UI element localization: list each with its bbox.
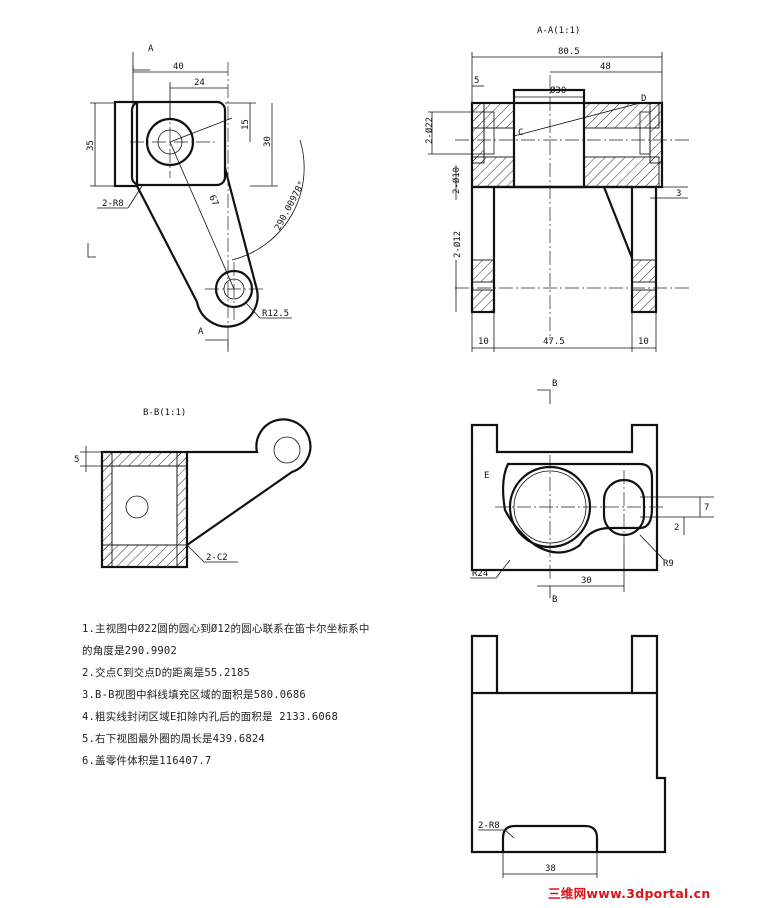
dim-dia10: 2-Ø10 <box>451 167 462 194</box>
dim-5: 5 <box>474 76 479 86</box>
section-marker-bottom: A <box>198 327 204 337</box>
dim-30: 30 <box>263 136 273 147</box>
dim-24: 24 <box>194 78 205 88</box>
site-watermark: 三维网www.3dportal.cn <box>548 886 711 901</box>
dim-angle: 290.00978° <box>273 180 307 233</box>
note-line: 3.B-B视图中斜线填充区域的面积是580.0686 <box>82 689 306 701</box>
dim-30-right: 30 <box>581 576 592 586</box>
dim-2: 2 <box>674 523 679 533</box>
point-d: D <box>641 94 646 104</box>
dim-48: 48 <box>600 62 611 72</box>
bottom-view: 2-R8 38 <box>470 634 667 878</box>
note-line: 1.主视图中Ø22圆的圆心到Ø12的圆心联系在笛卡尔坐标系中 <box>82 623 370 635</box>
dim-dia30: Ø30 <box>550 85 566 96</box>
front-view: A A 290.00978° 67 40 24 <box>86 44 308 352</box>
dim-10a: 10 <box>478 337 489 347</box>
dim-dia12: 2-Ø12 <box>452 231 463 258</box>
dim-7: 7 <box>704 503 709 513</box>
note-line: 5.右下视图最外圈的周长是439.6824 <box>82 733 265 745</box>
dim-67: 67 <box>206 194 220 208</box>
dim-dia22: 2-Ø22 <box>424 117 435 144</box>
note-line: 的角度是290.9902 <box>82 645 177 657</box>
dim-chamfer: 2-C2 <box>206 553 228 563</box>
dim-fillet-r8: 2-R8 <box>102 199 124 209</box>
dim-r24: R24 <box>472 569 488 579</box>
section-bb-title: B-B(1:1) <box>143 408 186 418</box>
dim-80-5: 80.5 <box>558 47 580 57</box>
dim-r12-5: R12.5 <box>262 309 289 319</box>
section-marker-b-top: B <box>552 379 557 389</box>
dim-3: 3 <box>676 189 681 199</box>
region-e-label: E <box>484 471 489 481</box>
dim-fillet-r8-bottom: 2-R8 <box>478 821 500 831</box>
dim-35: 35 <box>86 140 96 151</box>
section-aa-title: A-A(1:1) <box>537 26 580 36</box>
dim-40: 40 <box>173 62 184 72</box>
notes-list: 1.主视图中Ø22圆的圆心到Ø12的圆心联系在笛卡尔坐标系中 的角度是290.9… <box>82 618 422 772</box>
point-c: C <box>518 128 523 138</box>
section-aa-view: A-A(1:1) C D 80.5 48 <box>424 26 690 352</box>
note-line: 2.交点C到交点D的距离是55.2185 <box>82 667 251 679</box>
note-line: 4.粗实线封闭区域E扣除内孔后的面积是 2133.6068 <box>82 711 338 723</box>
section-marker-b-bottom: B <box>552 595 557 605</box>
right-view: B B E 7 2 30 R24 R9 <box>470 379 714 605</box>
dim-5-bb: 5 <box>74 455 79 465</box>
section-marker-top: A <box>148 44 154 54</box>
dim-38: 38 <box>545 864 556 874</box>
dim-10b: 10 <box>638 337 649 347</box>
dim-15: 15 <box>241 119 251 130</box>
dim-47-5: 47.5 <box>543 337 565 347</box>
section-bb-view: B-B(1:1) 5 2-C2 <box>74 408 312 569</box>
dim-r9: R9 <box>663 559 674 569</box>
note-line: 6.盖零件体积是116407.7 <box>82 755 212 767</box>
